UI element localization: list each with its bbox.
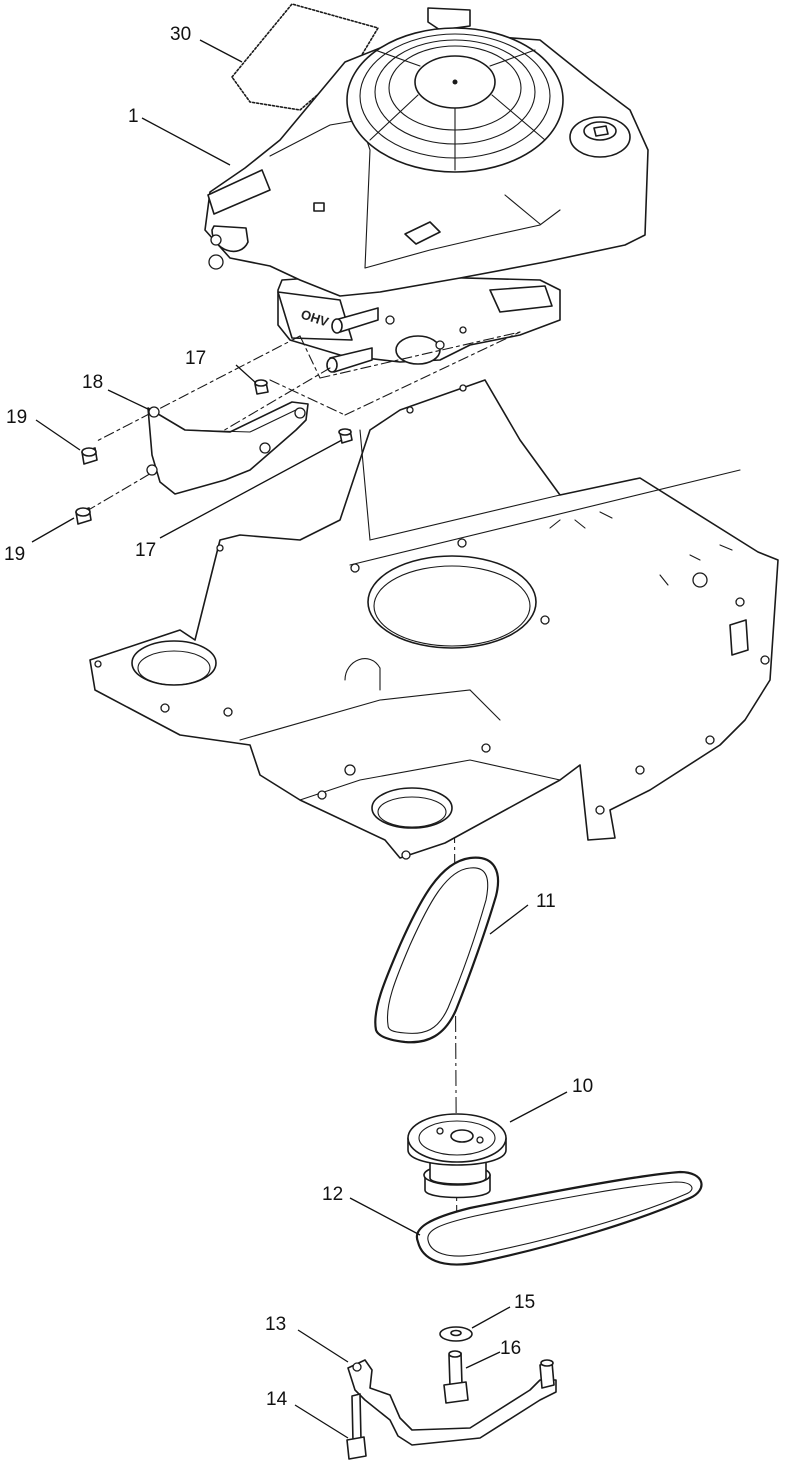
part-17-screw-upper [254,379,269,395]
callout-12: 12 [322,1184,343,1205]
callout-10: 10 [572,1076,593,1097]
part-1-engine: OHV [204,7,649,373]
leader-lines [31,39,568,1439]
callout-18: 18 [82,372,103,393]
idler-bracket [347,1359,557,1446]
part-15-washer [439,1326,473,1342]
callout-16: 16 [500,1338,521,1359]
part-11-belt [374,856,500,1044]
part-18-bracket [146,401,309,495]
part-10-pulley [407,1113,507,1199]
callout-11: 11 [536,891,556,912]
callout-17-lower: 17 [135,540,156,561]
deck-frame [89,379,779,860]
callout-19-lower: 19 [4,544,25,565]
callout-17-upper: 17 [185,348,206,369]
callout-labels: 30 1 17 18 19 19 17 11 10 12 15 13 16 14 [4,24,593,1410]
callout-14: 14 [266,1389,288,1410]
callout-30: 30 [170,24,191,45]
callout-13: 13 [265,1314,286,1335]
part-14-bolt [346,1393,367,1460]
callout-19-upper: 19 [6,407,27,428]
part-19-bolt-upper [81,447,98,465]
part-12-belt [415,1170,703,1266]
part-19-bolt-lower [75,507,92,525]
callout-15: 15 [514,1292,535,1313]
callout-1: 1 [128,106,139,127]
part-16-spacer [443,1350,469,1404]
